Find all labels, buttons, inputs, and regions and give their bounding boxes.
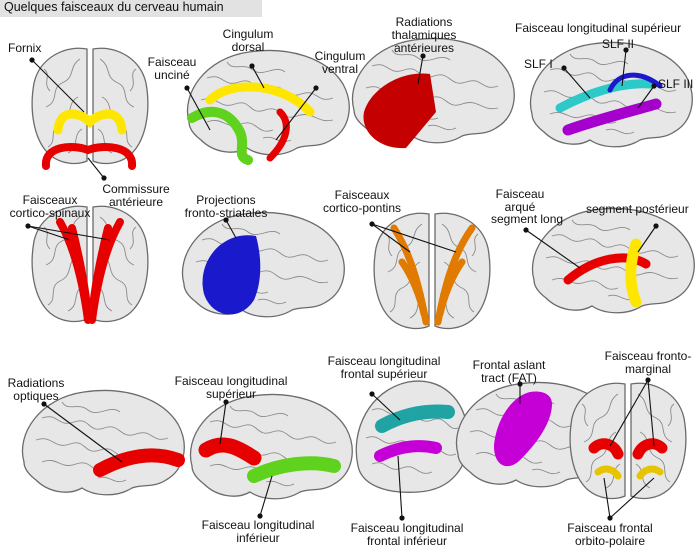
anterior-thalamic-radiations-bundle xyxy=(363,73,436,149)
label-fronto-striatales: Projections fronto-striatales xyxy=(185,194,268,220)
label-fslf-line2: frontal supérieur xyxy=(340,367,428,381)
label-cortico-spinaux: Faisceaux cortico-spinaux xyxy=(10,194,91,220)
label-slf1: SLF I xyxy=(524,57,553,71)
label-flfi-line1: Faisceau longitudinal xyxy=(350,521,464,535)
label-ilf-line1: Faisceau longitudinal xyxy=(201,518,315,532)
label-radiations-thal: Radiations thalamiques antérieures xyxy=(392,16,457,55)
leader-lines xyxy=(25,47,659,521)
label-fronto-marginal-line1: Faisceau fronto- xyxy=(604,349,692,363)
label-cing-ventral: Cingulum ventral xyxy=(315,50,366,76)
figure-title: Quelques faisceaux du cerveau humain xyxy=(4,0,224,14)
label-cortico-spinaux-line2: cortico-spinaux xyxy=(9,206,91,220)
label-optiques-line2: optiques xyxy=(13,389,59,403)
label-fat: Frontal aslant tract (FAT) xyxy=(473,359,546,385)
label-fronto-marginal-line2: marginal xyxy=(624,362,672,376)
label-fslf: Faisceau longitudinal frontal supérieur xyxy=(328,355,441,381)
label-unc-line2: unciné xyxy=(154,68,190,82)
arcuate-posterior-segment-bundle xyxy=(625,238,642,308)
label-optiques-line1: Radiations xyxy=(7,376,65,390)
dorsal-cingulum-bundle xyxy=(205,82,315,117)
label-flfi: Faisceau longitudinal frontal inférieur xyxy=(351,522,464,548)
label-arque-line2: arqué xyxy=(504,200,536,214)
slf-i-bundle xyxy=(555,79,655,113)
slf-iii-bundle xyxy=(562,98,662,136)
label-fronto-striatales-line1: Projections xyxy=(196,193,256,207)
arcuate-long-segment-bundle xyxy=(563,253,651,285)
label-fronto-striatales-line2: fronto-striatales xyxy=(184,206,268,220)
ventral-cingulum-bundle xyxy=(266,108,290,162)
flfi-bundle xyxy=(374,440,442,462)
fat-bundle xyxy=(494,391,552,467)
fslf-bundle xyxy=(375,404,455,433)
title-bar xyxy=(0,0,262,17)
label-cing-dorsal-line2: dorsal xyxy=(231,40,265,54)
label-slf3: SLF III xyxy=(658,77,694,91)
label-ilf: Faisceau longitudinal inférieur xyxy=(202,519,315,545)
label-fornix: Fornix xyxy=(8,41,42,55)
label-cing-dorsal-line1: Cingulum xyxy=(222,27,274,41)
corticospinal-bundle xyxy=(56,218,124,324)
label-arque-line1: Faisceau xyxy=(495,187,545,201)
ilf-bundle xyxy=(247,456,341,483)
label-orbito-line1: Faisceau frontal xyxy=(567,521,653,535)
anterior-commissure-bundle xyxy=(42,143,136,170)
label-slf-title: Faisceau longitudinal supérieur xyxy=(515,21,682,35)
label-fat-line1: Frontal aslant xyxy=(472,358,546,372)
label-unc: Faisceau unciné xyxy=(148,56,197,82)
orbito-polar-bundle xyxy=(594,465,664,480)
slf-ii-bundle xyxy=(607,72,663,93)
label-fat-line2: tract (FAT) xyxy=(481,371,537,385)
label-slf-long: Faisceau longitudinal supérieur xyxy=(175,375,288,401)
label-slf2: SLF II xyxy=(602,37,635,51)
label-cing-ventral-line1: Cingulum xyxy=(314,49,366,63)
label-cing-ventral-line2: ventral xyxy=(321,62,359,76)
label-arque: Faisceau arqué xyxy=(496,188,545,214)
label-cortico-spinaux-line1: Faisceaux xyxy=(22,193,78,207)
corticopontine-bundle xyxy=(390,224,476,326)
label-ilf-line2: inférieur xyxy=(236,531,280,545)
label-fslf-line1: Faisceau longitudinal xyxy=(327,354,441,368)
uncinate-bundle xyxy=(187,106,253,165)
label-cing-dorsal: Cingulum dorsal xyxy=(223,28,274,54)
fornix-bundle xyxy=(53,109,127,135)
label-unc-line1: Faisceau xyxy=(147,55,197,69)
label-cortico-pontins-line1: Faisceaux xyxy=(334,188,390,202)
label-commissure-line2: antérieure xyxy=(108,195,164,209)
optic-radiations-bundle xyxy=(93,448,185,477)
slf-bundle xyxy=(198,437,262,466)
label-seg-post: segment postérieur xyxy=(586,202,689,216)
label-optiques: Radiations optiques xyxy=(8,377,65,403)
fronto-striatal-bundle xyxy=(202,235,261,315)
label-radiations-thal-line2: thalamiques xyxy=(391,28,457,42)
label-seg-long: segment long xyxy=(491,212,564,226)
label-orbito-line2: orbito-polaire xyxy=(574,534,646,548)
label-orbito: Faisceau frontal orbito-polaire xyxy=(567,522,652,548)
label-radiations-thal-line1: Radiations xyxy=(395,15,453,29)
label-radiations-thal-line3: antérieures xyxy=(393,41,455,55)
label-commissure-line1: Commissure xyxy=(102,182,170,196)
label-cortico-pontins: Faisceaux cortico-pontins xyxy=(323,189,401,215)
label-fronto-marginal: Faisceau fronto- marginal xyxy=(605,350,692,376)
label-slf-long-line1: Faisceau longitudinal xyxy=(174,374,288,388)
label-commissure: Commissure antérieure xyxy=(102,183,169,209)
label-cortico-pontins-line2: cortico-pontins xyxy=(322,201,402,215)
label-flfi-line2: frontal inférieur xyxy=(366,534,448,548)
fronto-marginal-bundle xyxy=(588,438,668,460)
label-slf-long-line2: supérieur xyxy=(205,387,257,401)
